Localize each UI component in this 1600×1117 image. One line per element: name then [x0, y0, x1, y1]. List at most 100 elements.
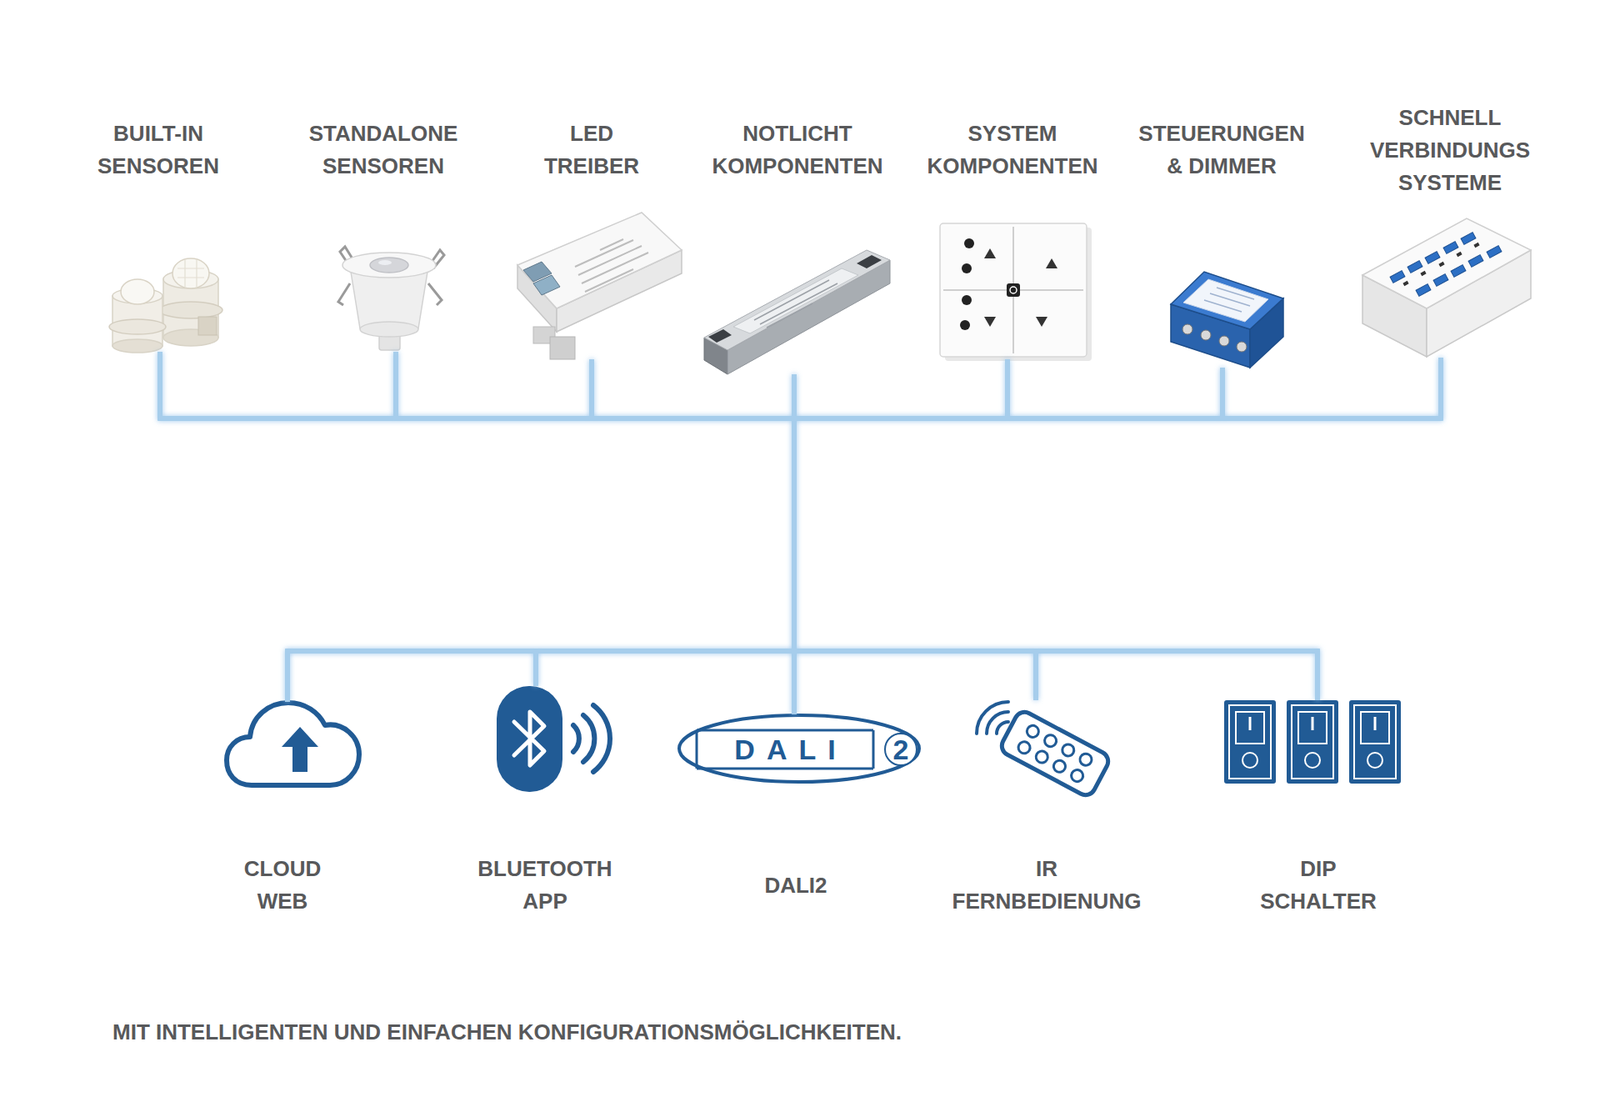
ir-remote-icon-part — [1016, 739, 1033, 755]
dip-switch-icon-part — [1354, 705, 1396, 779]
led-driver-picture-part — [517, 212, 682, 309]
quick-connect-picture-part — [1390, 270, 1405, 284]
node-label: SCHNELL VERBINDUNGS SYSTEME — [1369, 101, 1532, 200]
ir-remote-icon-part — [1060, 741, 1076, 758]
dip-switch-icon-part — [1229, 705, 1271, 779]
led-driver-picture — [517, 212, 682, 360]
ir-remote-icon-part — [998, 708, 1112, 799]
dip-switch-icon-part — [1242, 752, 1258, 768]
dip-switch-icon-part — [1235, 711, 1265, 744]
bus-connector — [794, 359, 1008, 715]
dali-logo-part — [885, 733, 917, 765]
quick-connect-picture-part — [1460, 232, 1476, 245]
quick-connect-picture-part — [1390, 232, 1502, 297]
bus-connector — [535, 359, 795, 686]
wall-panel-picture-part — [1006, 283, 1020, 297]
dip-switch-icon-part — [1374, 716, 1377, 730]
cloud-icon — [226, 702, 360, 785]
bus-connector — [160, 351, 1036, 700]
dip-switch-icon-part — [1305, 752, 1320, 768]
quick-connect-picture-part — [1433, 274, 1449, 287]
wall-panel-picture-part — [961, 295, 972, 305]
node-label: CLOUD WEB — [243, 852, 323, 918]
dimmer-module-picture-part — [1204, 287, 1255, 312]
dip-switch-icon-part — [1311, 716, 1315, 730]
wall-panel-picture-part — [1010, 286, 1017, 294]
quick-connect-picture-part — [1420, 270, 1426, 276]
node-label: DALI2 — [763, 869, 829, 902]
bluetooth-icon-part — [514, 711, 545, 765]
standalone-sensor-picture-part — [370, 257, 409, 273]
node-label: BUILT-IN SENSOREN — [96, 117, 220, 183]
bus-connector — [535, 374, 795, 686]
caption-text: MIT INTELLIGENTEN UND EINFACHEN KONFIGUR… — [112, 1016, 902, 1047]
led-driver-picture-part — [533, 275, 560, 295]
dip-switch-icon-part — [1298, 711, 1327, 744]
standalone-sensor-picture — [338, 246, 445, 350]
dip-switch-icon-part — [1286, 700, 1339, 784]
component-node: NOTLICHT KOMPONENTEN — [699, 108, 896, 375]
builtin-sensor-picture-part — [120, 279, 155, 305]
builtin-sensor-picture-part — [159, 301, 223, 319]
quick-connect-picture-part — [1468, 255, 1484, 268]
emergency-module-picture-part — [704, 250, 890, 350]
config-node: BLUETOOTH APP — [461, 685, 629, 925]
wall-panel-picture-part — [1045, 258, 1058, 269]
node-label: STANDALONE SENSOREN — [308, 117, 460, 183]
component-node: SCHNELL VERBINDUNGS SYSTEME — [1354, 91, 1546, 358]
standalone-sensor-picture-part — [338, 283, 350, 305]
logo-lettering: DALI — [722, 732, 847, 766]
wall-panel-picture — [940, 223, 1092, 361]
wall-panel-picture-part — [1035, 316, 1048, 327]
quick-connect-picture-part — [1362, 218, 1531, 309]
standalone-sensor-picture-part — [428, 283, 442, 305]
quick-connect-picture-part — [1425, 251, 1440, 265]
dip-switch-icon-part — [1224, 700, 1276, 784]
dimmer-module-picture-part — [1183, 279, 1269, 322]
emergency-module-picture-part — [727, 260, 890, 375]
standalone-sensor-picture-part — [342, 252, 436, 278]
config-node: DIP SCHALTER — [1218, 700, 1419, 925]
ir-remote-icon-part — [976, 701, 1009, 734]
bus-connector — [794, 357, 1441, 715]
dimmer-module-picture-part — [1170, 271, 1284, 330]
dip-switch-icon-part — [1249, 716, 1252, 730]
component-node: SYSTEM KOMPONENTEN — [916, 108, 1109, 360]
dimmer-module-picture-part — [1182, 324, 1193, 335]
quick-connect-picture-part — [1402, 242, 1480, 286]
component-node: STEUERUNGEN & DIMMER — [1125, 108, 1318, 368]
component-node: STANDALONE SENSOREN — [300, 108, 467, 352]
wall-panel-picture-part — [940, 223, 1087, 357]
quick-connect-picture-part — [1407, 260, 1423, 274]
quick-connect-picture-part — [1415, 284, 1431, 297]
wall-panel-picture-part — [984, 248, 996, 259]
bus-connector — [160, 351, 1318, 700]
builtin-sensor-picture-part — [177, 260, 205, 287]
dip-switch-icon-part — [1349, 700, 1401, 784]
dali-logo-part — [696, 767, 874, 770]
config-node: IR FERNBEDIENUNG — [945, 700, 1150, 925]
config-node: CLOUD WEB — [199, 701, 366, 925]
dimmer-module-picture-part — [1200, 330, 1211, 340]
bus-connector — [287, 357, 1441, 702]
dip-switch-icon — [1224, 700, 1401, 784]
quick-connect-picture-part — [1438, 261, 1445, 267]
node-label: DIP SCHALTER — [1259, 852, 1378, 918]
bus-connector — [395, 351, 1036, 700]
wall-panel-picture-part — [960, 320, 970, 330]
ir-remote-icon-part — [1077, 751, 1094, 768]
connector-group — [160, 351, 1441, 715]
quick-connect-picture-part — [1450, 265, 1466, 278]
bus-connector — [794, 357, 1441, 700]
builtin-sensor-picture-part — [198, 316, 217, 335]
dali-logo-part — [679, 715, 920, 782]
ir-remote-icon-part — [1042, 732, 1059, 749]
quick-connect-picture-part — [1455, 251, 1462, 257]
dip-switch-icon-part — [1286, 700, 1339, 784]
bus-connector — [160, 351, 795, 715]
emergency-module-picture-part — [856, 255, 882, 269]
dip-switch-icon-part — [1349, 700, 1401, 784]
